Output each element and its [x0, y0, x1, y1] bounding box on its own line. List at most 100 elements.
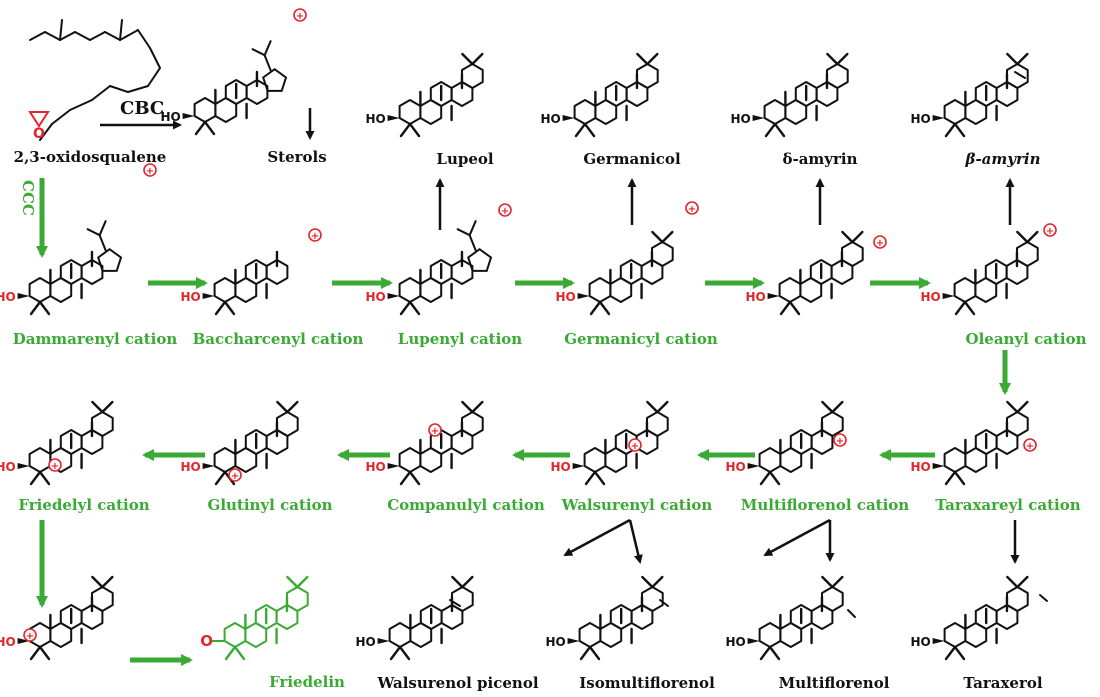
- label-glutinyl-cation: Glutinyl cation: [207, 496, 333, 514]
- ring: [398, 99, 422, 125]
- label-walsurenyl-cation: Walsurenyl cation: [561, 496, 713, 514]
- charge-sign: +: [1026, 441, 1034, 452]
- gem-methyl: [29, 300, 42, 316]
- methyl-bond: [646, 52, 659, 66]
- arrow-to-multiflorenol-a: [763, 518, 831, 557]
- double-bond: [659, 599, 669, 607]
- gem-methyl: [779, 300, 792, 316]
- methyl-bond: [826, 52, 839, 66]
- wedge-bond: [387, 293, 400, 299]
- label-beta-amyrin: β-amyrin: [965, 150, 1041, 168]
- ring: [573, 99, 597, 125]
- gem-methyl: [583, 122, 596, 138]
- ring: [953, 277, 977, 303]
- ring: [758, 622, 782, 648]
- ring: [450, 259, 474, 285]
- label-delta-amyrin: δ-amyrin: [782, 150, 858, 168]
- charge-icon: [143, 163, 157, 177]
- gem-methyl: [953, 122, 966, 138]
- gem-methyl: [589, 300, 602, 316]
- epoxide-ring: [28, 111, 50, 128]
- wedge-bond: [202, 463, 215, 469]
- double-bond: [847, 609, 856, 618]
- ring: [28, 277, 52, 303]
- methyl-bond: [656, 400, 669, 414]
- charge-icon: [428, 423, 442, 437]
- gem-methyl: [598, 300, 611, 316]
- ring: [943, 99, 967, 125]
- charge-icon: [628, 438, 642, 452]
- chain-bond: [69, 99, 93, 111]
- gem-methyl: [398, 645, 411, 661]
- methyl-bond: [646, 400, 659, 414]
- charge-sign: +: [51, 461, 59, 472]
- side-chain: [263, 54, 272, 72]
- gem-methyl: [954, 300, 967, 316]
- hydroxyl-group: HO: [555, 290, 575, 304]
- label-lupenyl-cation: Lupenyl cation: [397, 330, 523, 348]
- chain-bond: [147, 67, 161, 87]
- gem-methyl: [214, 300, 227, 316]
- ring: [388, 622, 412, 648]
- methyl-bond: [471, 52, 484, 66]
- methyl-bond: [651, 230, 664, 244]
- ring: [213, 447, 237, 473]
- charge-sign: +: [501, 206, 509, 217]
- hydroxyl-group: HO: [365, 460, 385, 474]
- chain-bond: [59, 31, 76, 41]
- double-bond: [1014, 71, 1026, 79]
- hydroxyl-group: HO: [180, 460, 200, 474]
- hydroxyl-group: HO: [365, 290, 385, 304]
- ring: [28, 447, 52, 473]
- gem-methyl: [29, 470, 42, 486]
- methyl-bond: [661, 230, 674, 244]
- ring: [636, 63, 659, 89]
- gem-methyl: [759, 645, 772, 661]
- hydroxyl-group: HO: [910, 112, 930, 126]
- charge-sign: +: [876, 238, 884, 249]
- chain-bond: [89, 31, 106, 41]
- side-chain: [468, 220, 477, 237]
- hydroxyl-group: HO: [0, 635, 16, 649]
- wedge-bond: [17, 638, 30, 644]
- hydroxyl-group: HO: [910, 635, 930, 649]
- methyl-bond: [286, 575, 299, 589]
- methyl-bond: [651, 575, 664, 589]
- charge-sign: +: [311, 231, 319, 242]
- ring: [223, 622, 247, 648]
- ring: [826, 63, 849, 89]
- ring: [245, 79, 269, 105]
- gem-methyl: [223, 300, 236, 316]
- ring: [583, 447, 607, 473]
- ring: [461, 63, 484, 89]
- charge-icon: [48, 458, 62, 472]
- wedge-bond: [932, 638, 945, 644]
- wedge-bond: [932, 463, 945, 469]
- ring: [821, 411, 844, 437]
- ring: [588, 277, 612, 303]
- methyl-bond: [461, 575, 474, 589]
- charge-icon: [23, 628, 37, 642]
- chain-bond: [127, 85, 149, 93]
- wedge-bond: [942, 293, 955, 299]
- methyl-bond: [1016, 230, 1029, 244]
- ring: [286, 586, 309, 612]
- gem-methyl: [953, 470, 966, 486]
- side-chain: [98, 220, 107, 237]
- label-oxidosqualene: 2,3-oxidosqualene: [13, 148, 167, 166]
- label-multiflorenol-cation: Multiflorenol cation: [740, 496, 910, 514]
- gem-methyl: [408, 300, 421, 316]
- label-germanicol: Germanicol: [583, 150, 681, 168]
- methyl-bond: [836, 52, 849, 66]
- ring: [276, 411, 299, 437]
- gem-methyl: [408, 122, 421, 138]
- cbc-label: CBC: [120, 98, 165, 119]
- gem-methyl: [194, 120, 207, 136]
- methyl-bond: [1016, 52, 1029, 66]
- charge-sign: +: [146, 166, 154, 177]
- gem-methyl: [768, 470, 781, 486]
- gem-methyl: [203, 120, 216, 136]
- gem-methyl: [773, 122, 786, 138]
- label-walsurenol-picenol: Walsurenol picenol: [377, 674, 539, 692]
